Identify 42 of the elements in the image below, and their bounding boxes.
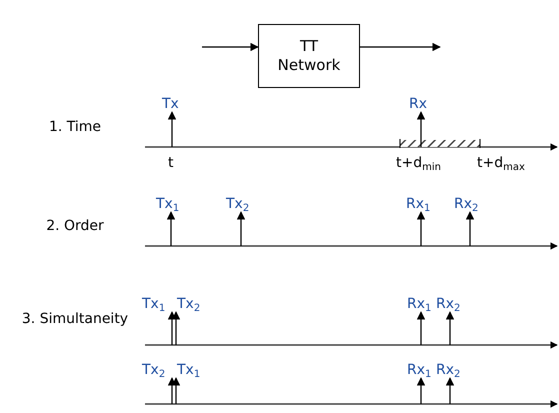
signal-label: Rx$_{2}$ [454, 196, 478, 212]
time-axis [145, 143, 558, 151]
time-axis [145, 341, 558, 349]
row-label: 1. Time [48, 119, 102, 136]
signal-label: Tx$_{2}$ [142, 362, 166, 378]
arrow [416, 111, 426, 147]
time-label: t+d$_{max}$ [477, 155, 526, 172]
row-label: 3. Simultaneity [20, 311, 130, 328]
arrow [236, 211, 246, 246]
signal-label: Tx$_{1}$ [156, 196, 180, 212]
signal-label: Rx$_{1}$ [407, 296, 432, 312]
process-box [258, 24, 360, 88]
signal-label: Rx [409, 96, 428, 112]
signal-label: Rx$_{1}$ [406, 196, 430, 212]
arrow [416, 311, 426, 345]
arrow [466, 211, 474, 246]
arrow [416, 377, 426, 404]
arrow [416, 211, 426, 246]
arrow [202, 42, 259, 52]
signal-label: Tx$_{2}$ [177, 296, 200, 312]
signal-label: Rx$_{1}$ [407, 362, 432, 378]
arrow [166, 211, 176, 246]
signal-label: Tx$_{2}$ [226, 196, 250, 212]
time-label: t+d$_{min}$ [396, 155, 442, 172]
row-label: 2. Order [45, 218, 105, 235]
arrow [172, 377, 180, 404]
time-axis [145, 242, 558, 250]
arrow [172, 311, 180, 345]
arrow [168, 311, 176, 345]
signal-label: Tx$_{1}$ [177, 362, 200, 378]
arrow [168, 111, 176, 147]
time-axis [145, 400, 558, 408]
arrow [446, 311, 454, 345]
signal-label: Tx [162, 96, 179, 112]
time-label: t [168, 155, 174, 172]
arrow [168, 377, 176, 404]
signal-label: Tx$_{1}$ [142, 296, 166, 312]
arrow [360, 42, 441, 52]
signal-label: Rx$_{2}$ [436, 296, 460, 312]
signal-label: Rx$_{2}$ [436, 362, 460, 378]
box-label: TT Network [276, 37, 342, 75]
arrow [446, 377, 454, 404]
